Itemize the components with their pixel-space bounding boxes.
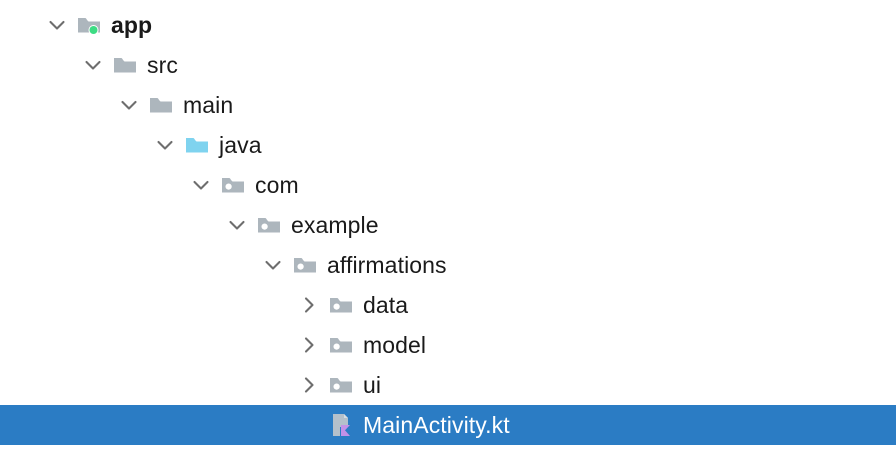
tree-row-label: main	[183, 92, 234, 118]
folder-module-icon	[76, 12, 102, 38]
chevron-right-icon[interactable]	[296, 332, 322, 358]
tree-row-label: affirmations	[327, 252, 447, 278]
tree-row-label: src	[147, 52, 178, 78]
kotlin-file-icon	[328, 412, 354, 438]
tree-row[interactable]: app	[0, 5, 896, 45]
chevron-down-icon[interactable]	[44, 12, 70, 38]
tree-row-label: model	[363, 332, 427, 358]
chevron-right-icon[interactable]	[296, 372, 322, 398]
tree-row-label: com	[255, 172, 299, 198]
tree-row[interactable]: model	[0, 325, 896, 365]
tree-row[interactable]: MainActivity.kt	[0, 405, 896, 445]
tree-row[interactable]: data	[0, 285, 896, 325]
tree-row-label: java	[219, 132, 262, 158]
chevron-down-icon[interactable]	[116, 92, 142, 118]
tree-row[interactable]: ui	[0, 365, 896, 405]
tree-row[interactable]: com	[0, 165, 896, 205]
chevron-right-icon[interactable]	[296, 292, 322, 318]
tree-row-label: ui	[363, 372, 382, 398]
expander-placeholder	[296, 412, 322, 438]
chevron-down-icon[interactable]	[152, 132, 178, 158]
folder-icon	[112, 52, 138, 78]
chevron-down-icon[interactable]	[80, 52, 106, 78]
chevron-down-icon[interactable]	[260, 252, 286, 278]
tree-row-label: MainActivity.kt	[363, 412, 510, 438]
tree-row[interactable]: src	[0, 45, 896, 85]
folder-icon	[148, 92, 174, 118]
package-icon	[220, 172, 246, 198]
tree-row[interactable]: java	[0, 125, 896, 165]
tree-row-label: data	[363, 292, 409, 318]
chevron-down-icon[interactable]	[188, 172, 214, 198]
tree-row[interactable]: example	[0, 205, 896, 245]
tree-row[interactable]: affirmations	[0, 245, 896, 285]
package-icon	[328, 332, 354, 358]
tree-row[interactable]: main	[0, 85, 896, 125]
package-icon	[292, 252, 318, 278]
folder-source-root-icon	[184, 132, 210, 158]
chevron-down-icon[interactable]	[224, 212, 250, 238]
package-icon	[328, 372, 354, 398]
package-icon	[256, 212, 282, 238]
tree-row-label: app	[111, 12, 153, 38]
tree-row-label: example	[291, 212, 379, 238]
package-icon	[328, 292, 354, 318]
